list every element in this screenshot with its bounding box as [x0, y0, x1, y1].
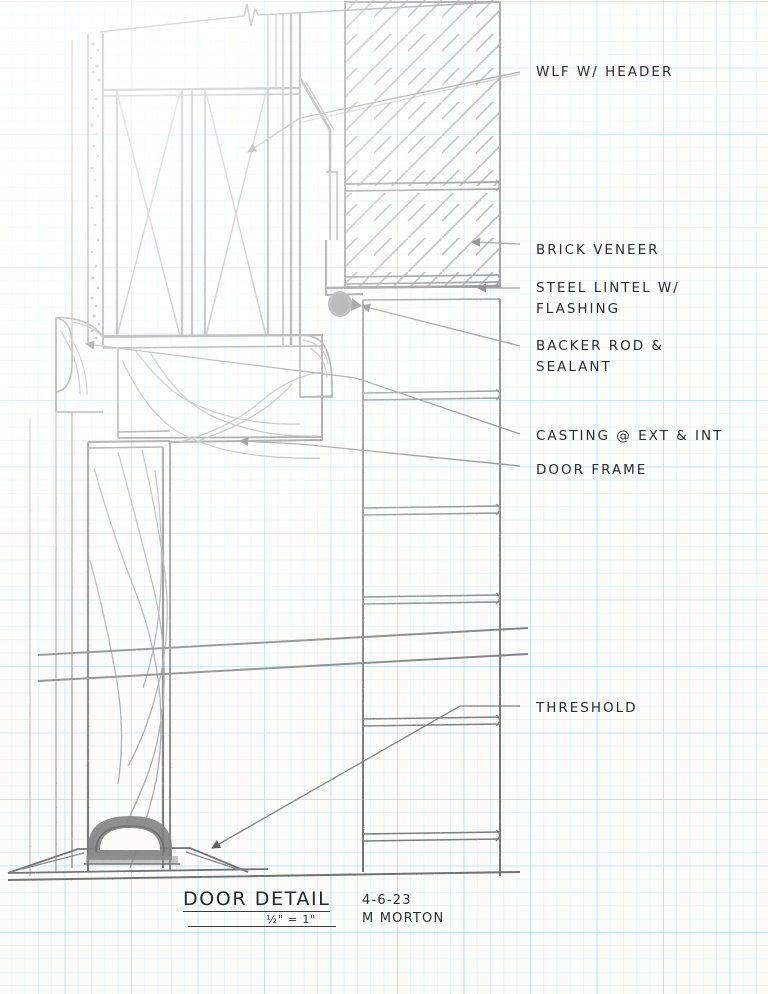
wall-sheathing-stipple: [71, 34, 104, 350]
lower-brick-wall: [362, 298, 501, 876]
annotation-steel-lintel: STEEL LINTEL W/ FLASHING: [536, 280, 680, 317]
drawing-scale: ½" = 1": [188, 913, 336, 927]
title-block: DOOR DETAIL ½" = 1": [183, 888, 336, 927]
leader-lines: [85, 71, 521, 849]
threshold-assembly: [7, 816, 521, 881]
wlf-header-framing: [102, 86, 301, 337]
annotation-backer-rod: BACKER ROD & SEALANT: [536, 338, 664, 375]
annotation-wlf-header: WLF W/ HEADER: [536, 64, 674, 80]
brick-veneer-assembly: [344, 0, 501, 288]
drawing-date: 4-6-23: [362, 893, 412, 908]
annotation-door-frame: DOOR FRAME: [536, 462, 648, 478]
annotation-threshold: THRESHOLD: [536, 700, 638, 716]
signature-block: 4-6-23 M MORTON: [362, 892, 444, 927]
annotation-casting: CASTING @ EXT & INT: [536, 428, 724, 444]
drawing-title: DOOR DETAIL: [183, 888, 331, 912]
door-frame-jamb: [29, 412, 171, 876]
annotation-brick-veneer: BRICK VENEER: [536, 242, 660, 258]
drawing-author: M MORTON: [362, 910, 445, 926]
